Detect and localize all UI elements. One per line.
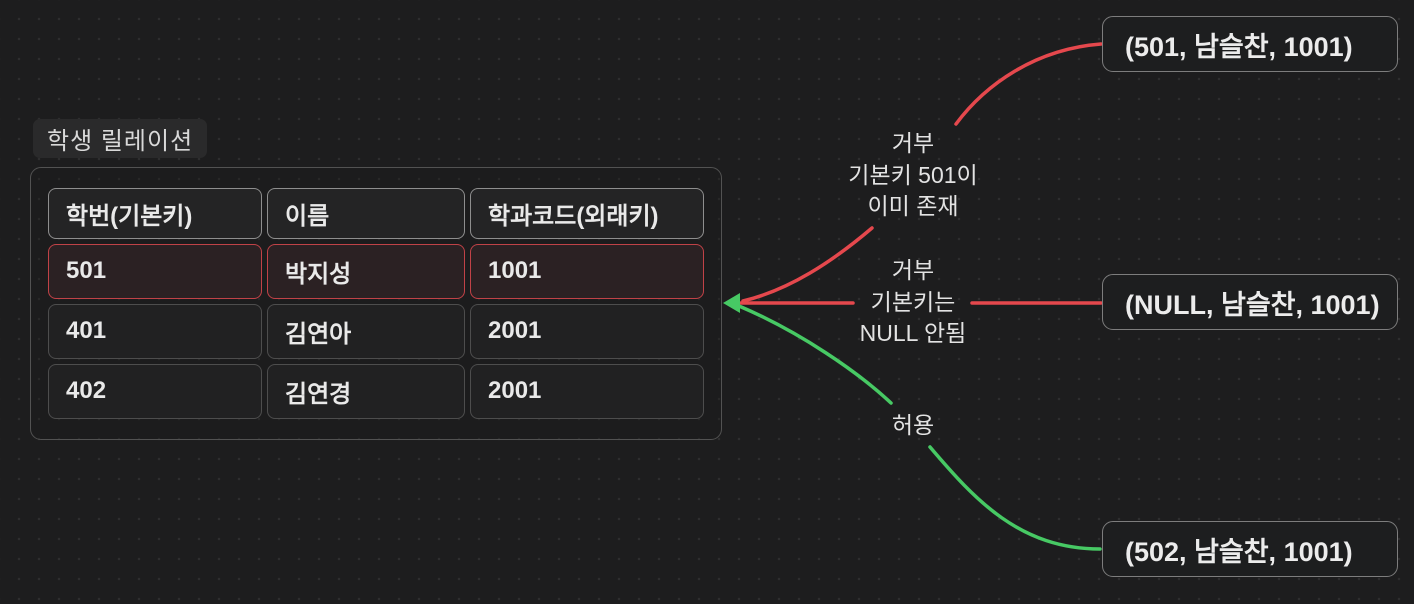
reject-duplicate-curve-lower	[741, 226, 874, 303]
table-grid: 학번(기본키) 이름 학과코드(외래키) 501 박지성 1001 401 김연…	[48, 188, 704, 419]
tuple-box-null-key: (NULL, 남슬찬, 1001)	[1102, 274, 1398, 330]
annotation-reject-null: 거부 기본키는 NULL 안됨	[860, 255, 967, 350]
annotation-allow: 허용	[892, 410, 934, 442]
allow-curve-lower	[928, 445, 1102, 551]
table-cell: 402	[48, 363, 262, 419]
tuple-box-new-key: (502, 남슬찬, 1001)	[1102, 521, 1398, 577]
annotation-line: 허용	[891, 412, 935, 438]
table-cell: 박지성	[267, 243, 465, 299]
table-cell: 김연경	[267, 363, 465, 419]
relation-title-chip: 학생 릴레이션	[33, 119, 208, 158]
table-cell: 2001	[470, 303, 704, 359]
tuple-box-duplicate-key: (501, 남슬찬, 1001)	[1102, 16, 1398, 72]
annotation-reject-duplicate: 거부 기본키 501이 이미 존재	[848, 128, 977, 223]
annotation-line: 이미 존재	[867, 193, 959, 219]
table-cell: 501	[48, 243, 262, 299]
annotation-line: 거부	[891, 130, 935, 156]
annotation-line: 기본키 501이	[848, 161, 978, 188]
annotation-line: 기본키는	[870, 288, 956, 315]
annotation-line: NULL 안됨	[859, 320, 967, 346]
table-cell: 2001	[470, 363, 704, 419]
table-cell: 401	[48, 303, 262, 359]
table-cell: 1001	[470, 243, 704, 299]
arrow-left-head-icon	[723, 293, 740, 313]
relation-title: 학생 릴레이션	[47, 128, 194, 155]
column-header-dept-code: 학과코드(외래키)	[470, 188, 704, 239]
annotation-line: 거부	[891, 257, 935, 283]
column-header-name: 이름	[267, 188, 465, 239]
table-cell: 김연아	[267, 303, 465, 359]
tuple-label: (NULL, 남슬찬, 1001)	[1125, 289, 1380, 320]
student-relation-table: 학번(기본키) 이름 학과코드(외래키) 501 박지성 1001 401 김연…	[30, 167, 722, 440]
column-header-student-id: 학번(기본키)	[48, 188, 262, 239]
reject-duplicate-curve-upper	[954, 42, 1103, 126]
tuple-label: (502, 남슬찬, 1001)	[1125, 536, 1353, 567]
tuple-label: (501, 남슬찬, 1001)	[1125, 31, 1353, 62]
